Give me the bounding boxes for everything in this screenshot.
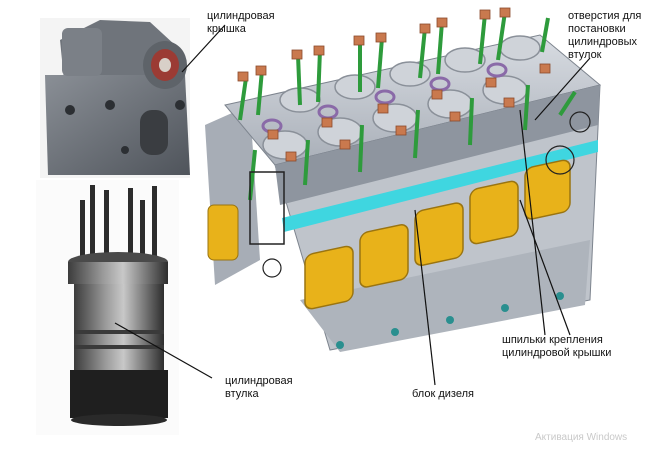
label-liner-holes: отверстия для постановки цилиндровых вту… — [568, 10, 642, 61]
cylinder-liner-photo — [36, 180, 179, 435]
engine-block-render — [205, 7, 602, 352]
label-head-studs: шпильки крепления цилиндровой крышки — [502, 334, 612, 359]
leader-lines — [114, 24, 591, 386]
windows-watermark: Активация Windows — [535, 432, 628, 443]
label-cylinder-liner: цилиндровая втулка — [225, 375, 293, 400]
cylinder-head-photo — [40, 18, 190, 178]
label-diesel-block: блок дизеля — [412, 388, 474, 400]
label-cylinder-head: цилиндровая крышка — [207, 10, 275, 35]
